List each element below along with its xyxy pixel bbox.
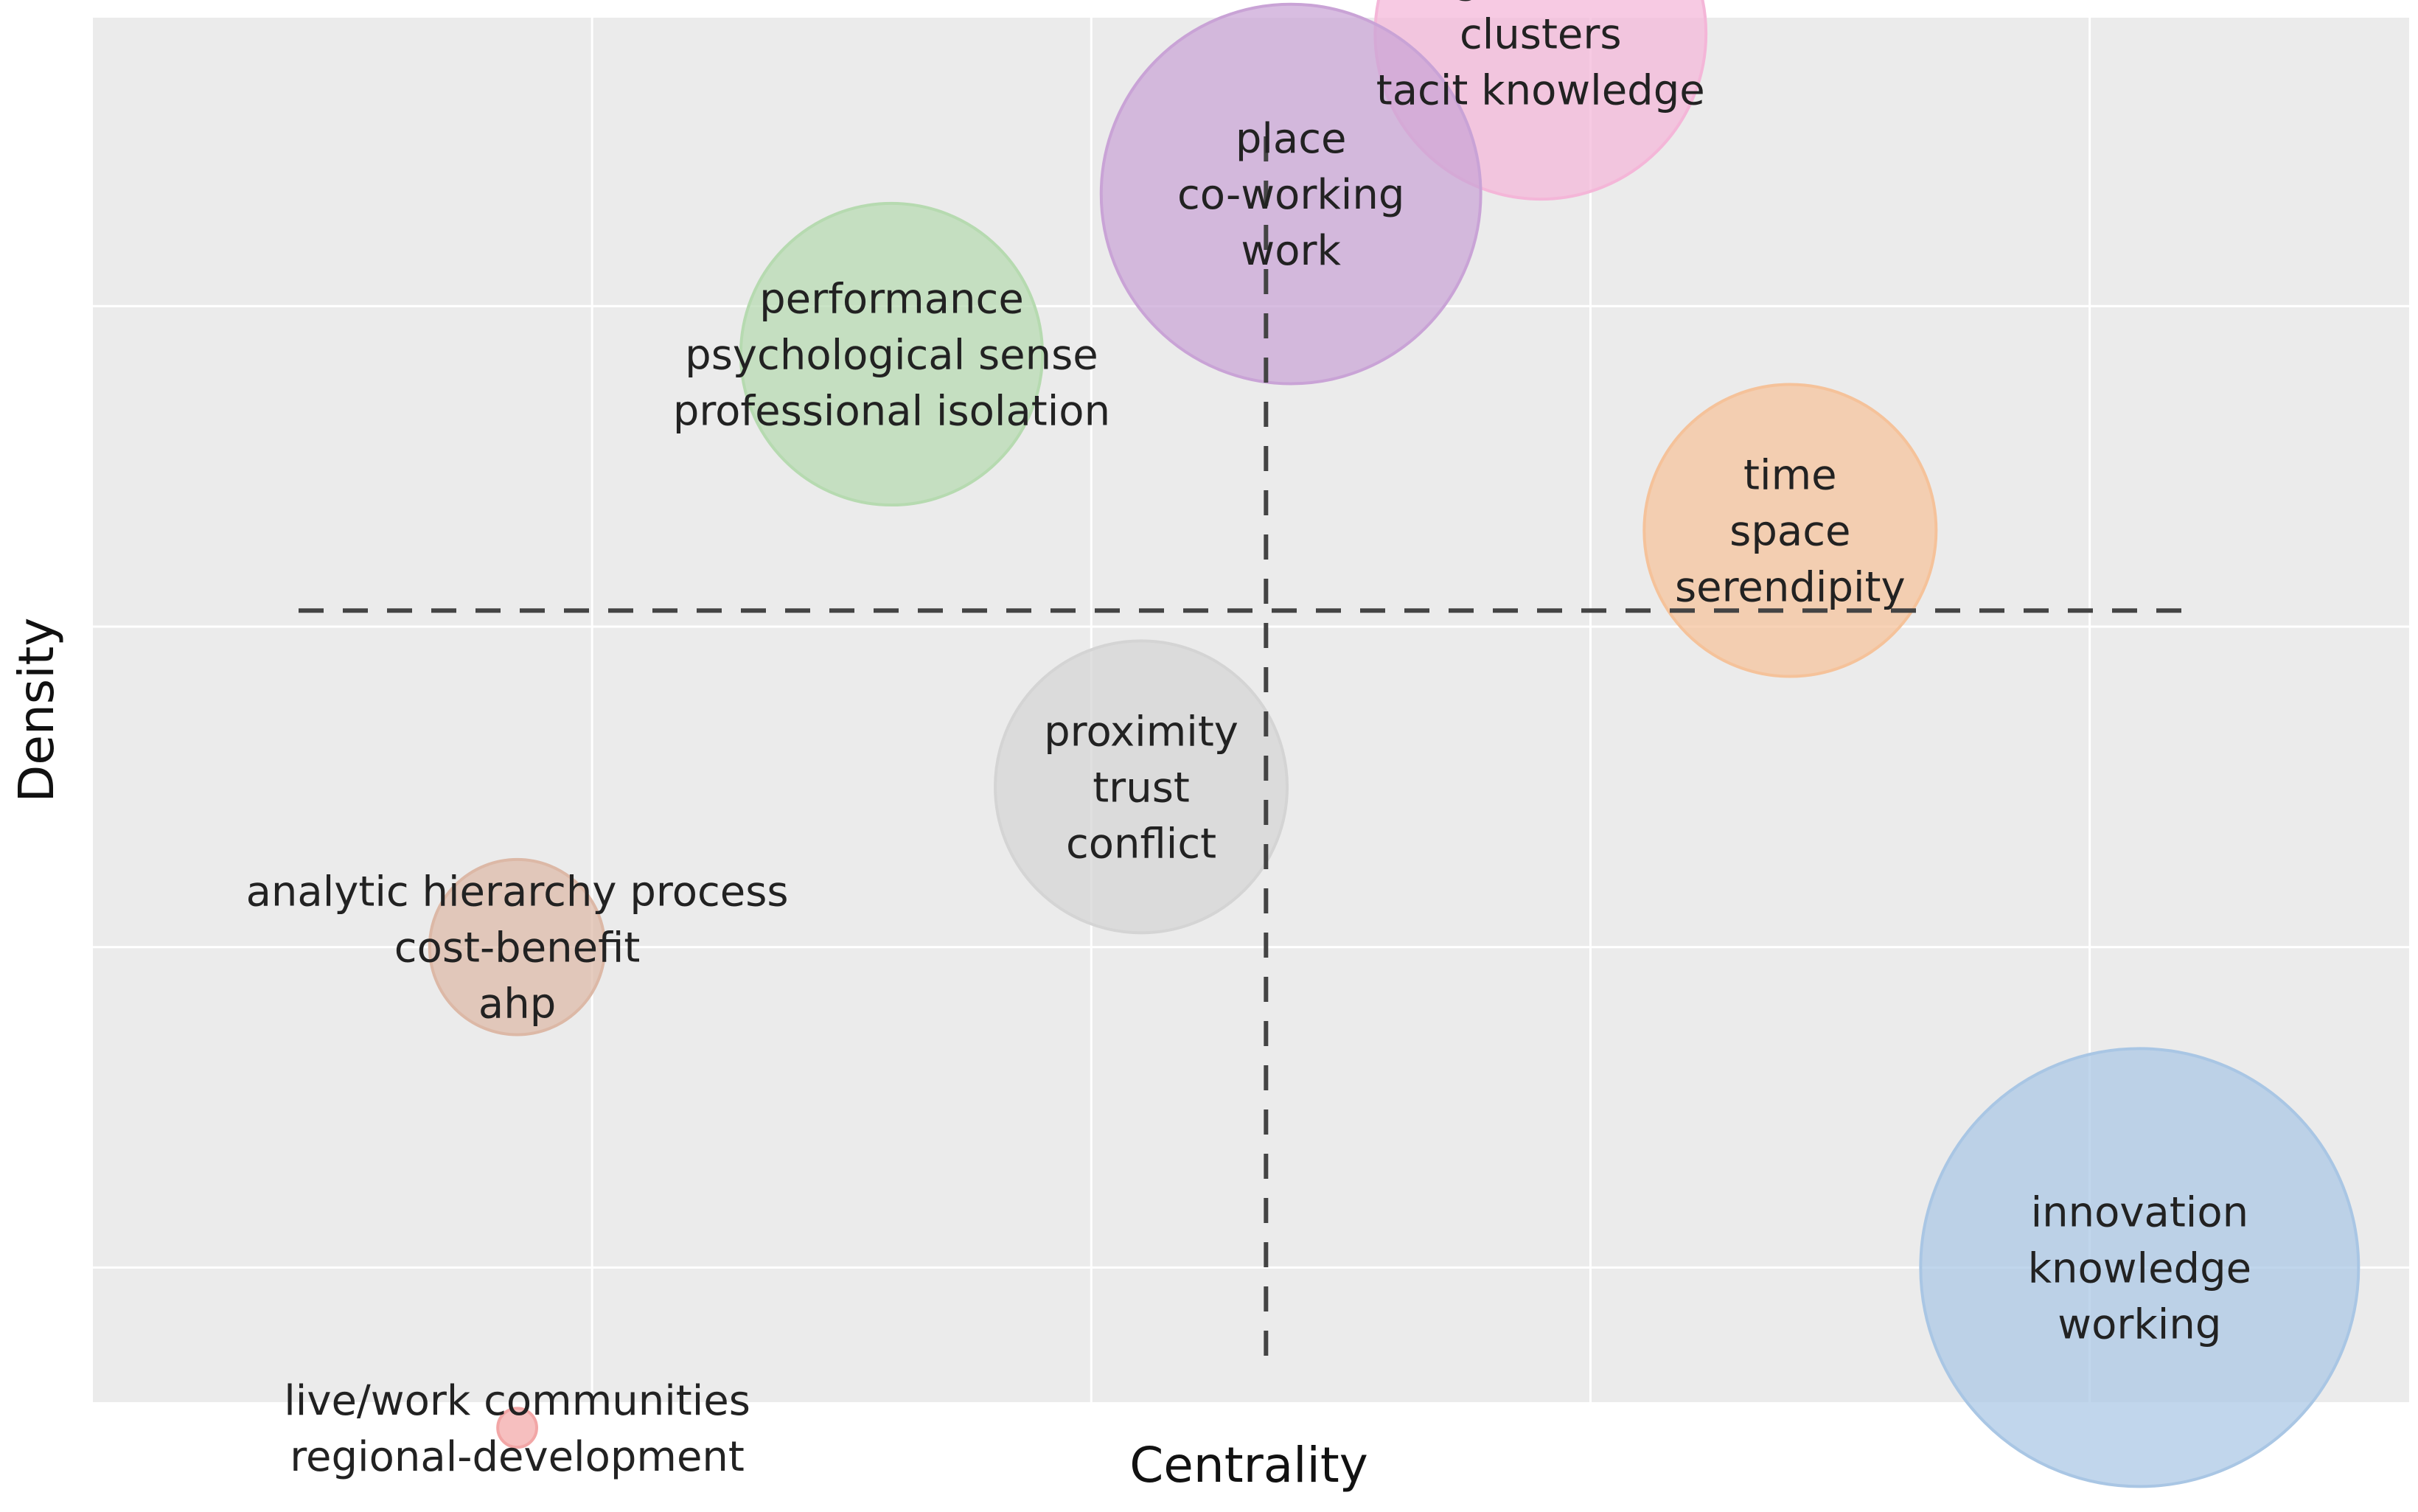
bubble-label: professional isolation bbox=[673, 387, 1110, 435]
bubble-label: analytic hierarchy process bbox=[246, 868, 789, 916]
bubble-6 bbox=[994, 639, 1289, 935]
bubble-label: regional-development bbox=[290, 1433, 745, 1481]
bubble-label: knowledge bbox=[2028, 1244, 2252, 1292]
bubble-label: place bbox=[1236, 115, 1347, 163]
bubble-label: serendipity bbox=[1675, 564, 1906, 612]
bubble-label: live/work communities bbox=[284, 1377, 750, 1425]
bubble-2 bbox=[1099, 2, 1482, 386]
bubble-label: working bbox=[2058, 1300, 2221, 1348]
bubble-label: ahp bbox=[478, 980, 556, 1028]
bubble-label: work bbox=[1241, 227, 1341, 275]
bubble-label: time bbox=[1743, 452, 1837, 500]
bubble-labels: organization clusters tacit knowledge place… bbox=[246, 0, 2252, 1481]
bubble-label: psychological sense bbox=[685, 331, 1098, 379]
bubble-label: tacit knowledge bbox=[1376, 67, 1705, 115]
bubble-label: clusters bbox=[1460, 11, 1622, 59]
bubble-label: trust bbox=[1093, 764, 1190, 812]
bubble-5 bbox=[428, 857, 607, 1037]
bubble-label: organization bbox=[1412, 0, 1669, 3]
bubble-8 bbox=[496, 1407, 538, 1449]
bubble-label: innovation bbox=[2031, 1188, 2249, 1236]
bubble-label: performance bbox=[759, 275, 1024, 323]
bubble-label: cost-benefit bbox=[394, 924, 641, 972]
x-axis-label: Centrality bbox=[1129, 1437, 1368, 1494]
bubble-3 bbox=[739, 201, 1045, 507]
bubble-label: conflict bbox=[1066, 820, 1216, 868]
bubbles bbox=[428, 0, 2360, 1488]
bubble-label: space bbox=[1729, 508, 1850, 556]
y-axis-label: Density bbox=[8, 618, 65, 803]
bubble-label: co-working bbox=[1177, 171, 1404, 219]
bubble-7 bbox=[1919, 1047, 2360, 1488]
reference-lines bbox=[299, 136, 2182, 1356]
bubble-4 bbox=[1642, 383, 1938, 678]
bubble-label: proximity bbox=[1044, 708, 1238, 756]
